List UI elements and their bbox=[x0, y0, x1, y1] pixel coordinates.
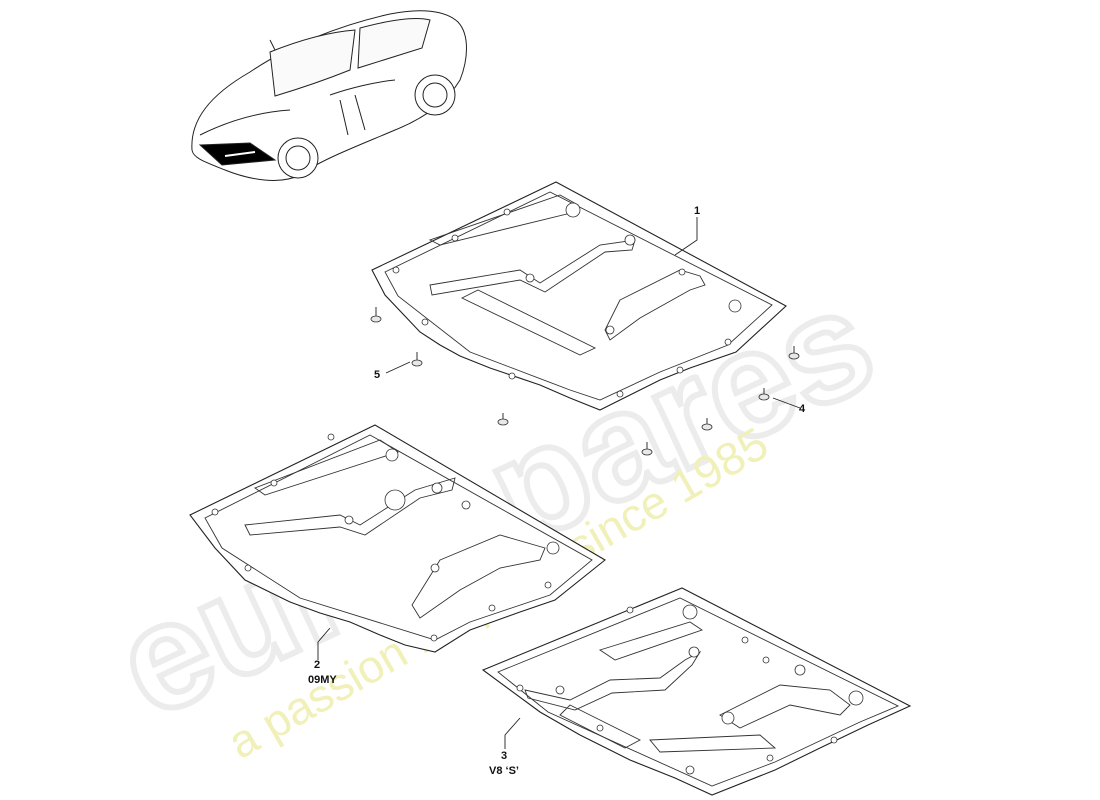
bolt-icon bbox=[758, 388, 770, 401]
bolt-icon bbox=[411, 352, 423, 367]
bolt-icon bbox=[370, 307, 382, 323]
callout-number: 5 bbox=[374, 369, 380, 381]
callout-number: 2 bbox=[314, 659, 320, 671]
part-2-undertray-09my bbox=[189, 424, 606, 653]
leader-lines bbox=[317, 217, 801, 749]
callout-number: 1 bbox=[694, 205, 700, 217]
part-3-undertray-v8s bbox=[481, 587, 912, 796]
car-thumbnail bbox=[191, 10, 467, 181]
callout-number: 3 bbox=[501, 750, 507, 762]
callout-number: 4 bbox=[799, 403, 806, 415]
part-1-undertray bbox=[371, 181, 787, 411]
callout-labels: 1 2 09MY 3 V8 ‘S’ 4 5 bbox=[308, 205, 806, 777]
bolt-icon bbox=[497, 413, 509, 426]
callout-note: V8 ‘S’ bbox=[489, 765, 519, 777]
bolt-icon bbox=[701, 418, 713, 431]
bolt-icon bbox=[788, 346, 800, 360]
fasteners bbox=[370, 307, 800, 456]
callout-note: 09MY bbox=[308, 674, 337, 686]
bolt-icon bbox=[641, 442, 653, 456]
